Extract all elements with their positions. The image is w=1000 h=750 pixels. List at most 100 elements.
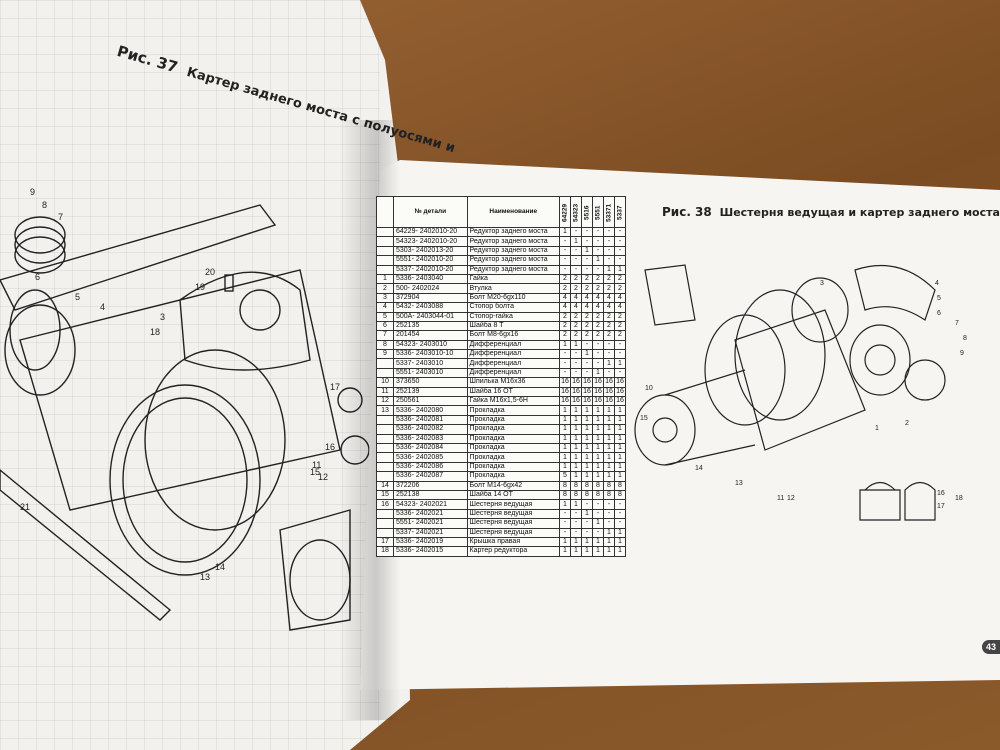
cell-quantity: - bbox=[559, 358, 571, 369]
cell-part-no: 54323- 2402021 bbox=[393, 499, 468, 510]
cell-quantity: 4 bbox=[614, 302, 626, 313]
cell-quantity: - bbox=[581, 518, 593, 529]
cell-quantity: - bbox=[570, 508, 582, 520]
cell-quantity: - bbox=[614, 349, 626, 360]
cell-quantity: 2 bbox=[559, 273, 571, 285]
cell-quantity: - bbox=[603, 518, 615, 529]
cell-quantity: - bbox=[592, 508, 604, 520]
cell-quantity: 1 bbox=[603, 414, 615, 426]
cell-part-no: 5336- 2402015 bbox=[393, 546, 468, 557]
cell-quantity: 1 bbox=[614, 414, 626, 426]
cell-quantity: - bbox=[559, 264, 571, 275]
cell-quantity: 1 bbox=[614, 461, 626, 473]
cell-quantity: 16 bbox=[559, 377, 571, 388]
left-callout: 17 bbox=[330, 382, 340, 392]
cell-quantity: 1 bbox=[592, 405, 604, 416]
cell-item-number bbox=[376, 518, 394, 529]
cell-quantity: - bbox=[559, 255, 571, 266]
cell-part-no: 5336- 2402085 bbox=[393, 452, 468, 463]
cell-quantity: - bbox=[581, 527, 593, 538]
cell-name: Болт М8-6gx16 bbox=[466, 330, 561, 341]
cell-quantity: - bbox=[592, 358, 604, 369]
cell-quantity: 1 bbox=[592, 536, 604, 548]
cell-quantity: 16 bbox=[570, 377, 582, 388]
cell-name: Гайка М16х1,5-6Н bbox=[466, 396, 561, 407]
cell-item-number: 6 bbox=[376, 320, 394, 332]
cell-item-number: 7 bbox=[376, 330, 394, 341]
cell-name: Гайка bbox=[466, 273, 561, 285]
cell-quantity: 2 bbox=[559, 330, 571, 341]
cell-quantity: 2 bbox=[592, 311, 604, 322]
cell-quantity: 1 bbox=[603, 358, 615, 369]
cell-item-number bbox=[376, 471, 394, 482]
col-header-model: 5337 bbox=[614, 196, 626, 228]
right-figure-title: Рис. 38 Шестерня ведущая и картер заднег… bbox=[662, 205, 1000, 219]
cell-quantity: 1 bbox=[592, 471, 604, 482]
cell-part-no: 5336- 2402083 bbox=[393, 433, 468, 445]
cell-quantity: 1 bbox=[592, 546, 604, 557]
cell-quantity: - bbox=[603, 367, 615, 379]
cell-quantity: 4 bbox=[570, 302, 582, 313]
right-callout: 3 bbox=[820, 280, 824, 287]
col-header-model: 54323 bbox=[570, 196, 582, 228]
cell-item-number: 10 bbox=[376, 377, 394, 388]
cell-quantity: 16 bbox=[592, 386, 604, 398]
cell-quantity: 16 bbox=[614, 386, 626, 398]
left-callout: 9 bbox=[30, 187, 35, 197]
cell-quantity: - bbox=[603, 349, 615, 360]
cell-quantity: 2 bbox=[614, 283, 626, 294]
cell-quantity: 1 bbox=[603, 527, 615, 538]
cell-name: Редуктор заднего моста bbox=[466, 245, 561, 257]
right-figure-number: Рис. 38 bbox=[662, 205, 712, 219]
cell-quantity: 16 bbox=[592, 396, 604, 407]
rear-axle-housing-drawing: 9 8 7 6 5 4 3 20 19 18 17 16 15 14 13 12… bbox=[0, 187, 370, 631]
cell-quantity: - bbox=[570, 367, 582, 379]
cell-item-number bbox=[376, 358, 394, 369]
cell-part-no: 201454 bbox=[393, 330, 468, 341]
cell-item-number bbox=[376, 226, 394, 238]
cell-quantity: 1 bbox=[603, 442, 615, 454]
cell-quantity: 2 bbox=[592, 320, 604, 332]
cell-quantity: 1 bbox=[559, 226, 571, 238]
cell-item-number: 15 bbox=[376, 489, 394, 501]
col-header-model: 5516 bbox=[581, 196, 593, 228]
cell-name: Дифференциал bbox=[466, 367, 561, 379]
cell-part-no: 252138 bbox=[393, 489, 468, 501]
cell-quantity: 1 bbox=[603, 405, 615, 416]
cell-quantity: 16 bbox=[603, 396, 615, 407]
col-header-model: 53371 bbox=[603, 196, 615, 228]
col-header-model: 64229 bbox=[559, 196, 571, 228]
col-header-model: 5551 bbox=[592, 196, 604, 228]
cell-quantity: 1 bbox=[559, 461, 571, 473]
cell-quantity: 16 bbox=[559, 386, 571, 398]
cell-quantity: - bbox=[603, 245, 615, 257]
cell-item-number bbox=[376, 255, 394, 266]
cell-quantity: 1 bbox=[581, 452, 593, 463]
right-callout: 12 bbox=[787, 495, 795, 502]
cell-quantity: 2 bbox=[603, 320, 615, 332]
cell-part-no: 54323- 2403010 bbox=[393, 339, 468, 351]
cell-quantity: 1 bbox=[603, 264, 615, 275]
cell-quantity: 16 bbox=[614, 377, 626, 388]
cell-quantity: 1 bbox=[603, 461, 615, 473]
cell-item-number: 13 bbox=[376, 405, 394, 416]
cell-part-no: 250561 bbox=[393, 396, 468, 407]
cell-item-number bbox=[376, 424, 394, 435]
cell-name: Прокладка bbox=[466, 405, 561, 416]
cell-quantity: 16 bbox=[614, 396, 626, 407]
cell-quantity: 8 bbox=[614, 489, 626, 501]
cell-quantity: 2 bbox=[614, 330, 626, 341]
cell-quantity: 2 bbox=[603, 273, 615, 285]
cell-quantity: 1 bbox=[570, 546, 582, 557]
cell-quantity: 1 bbox=[603, 433, 615, 445]
right-figure-caption: Шестерня ведущая и картер заднего моста bbox=[719, 206, 1000, 219]
cell-quantity: 2 bbox=[614, 273, 626, 285]
cell-quantity: - bbox=[581, 264, 593, 275]
